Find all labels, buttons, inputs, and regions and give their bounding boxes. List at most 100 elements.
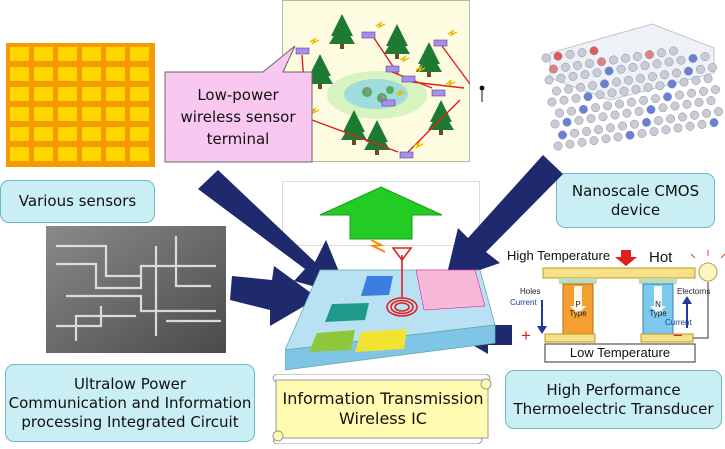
sensor-cell [130, 47, 149, 61]
lattice-atom [682, 99, 692, 109]
lattice-atom [708, 63, 717, 73]
lattice-atom [609, 55, 618, 65]
link-arrow [407, 99, 461, 153]
tree-shape [329, 22, 355, 44]
lattice-atom [678, 112, 687, 122]
lattice-atom [577, 137, 587, 147]
lattice-atom [685, 121, 695, 131]
sensor-cell [58, 107, 77, 121]
tree-trunk [439, 130, 443, 135]
lattice-atom [622, 108, 632, 118]
lattice-atom [550, 119, 560, 129]
cmos-lattice-image [541, 23, 723, 151]
thermo-hot-label: Hot [649, 249, 673, 266]
lattice-atom [684, 66, 693, 76]
lattice-atom [624, 75, 633, 85]
sensor-cell [106, 127, 125, 141]
sensor-cell [34, 87, 53, 101]
lattice-atom [577, 48, 587, 58]
lattice-atom [702, 108, 711, 118]
lattice-atom [642, 117, 651, 127]
lattice-atom [711, 85, 720, 95]
thermo-low-temp-label: Low Temperature [569, 345, 671, 360]
lattice-atom [585, 59, 594, 69]
lattice-atom [661, 125, 671, 135]
tree-trunk [395, 54, 399, 59]
lattice-atom [634, 106, 644, 116]
lattice-atom [675, 90, 684, 100]
lattice-atom [676, 55, 686, 65]
sensor-cell [10, 47, 29, 61]
tree-trunk [318, 84, 322, 89]
callout-bubble-shape [164, 45, 313, 163]
tree-shape [416, 50, 442, 72]
lattice-atom [654, 116, 663, 126]
sensor-cell [10, 67, 29, 81]
lattice-atom [627, 97, 636, 107]
tree-shape [341, 118, 367, 140]
n-type-bottom: Type [649, 309, 667, 318]
lattice-atom [687, 88, 696, 98]
sensor-cell [130, 87, 149, 101]
lattice-atom [582, 126, 591, 136]
arrow-from-sensors [198, 170, 349, 296]
lattice-atom [709, 118, 719, 128]
lattice-atom [688, 53, 698, 63]
lattice-atom [549, 64, 558, 74]
lattice-atom [691, 75, 701, 85]
sensor-cell [10, 87, 29, 101]
wireless-signal-icon [309, 37, 320, 45]
lattice-atom [567, 106, 576, 116]
thermo-current-left-label: Current [510, 298, 537, 307]
wireless-signal-icon [447, 29, 458, 37]
lattice-atom [573, 60, 582, 70]
p-type-top: P [575, 300, 581, 309]
sink-node-icon [479, 85, 485, 102]
lattice-atom [547, 97, 557, 107]
lattice-atom [697, 119, 707, 129]
lattice-atom [586, 114, 596, 124]
lattice-atom [589, 136, 599, 146]
lattice-atom [579, 104, 588, 114]
sensor-cell [106, 47, 125, 61]
sensor-cell [34, 67, 53, 81]
lattice-atom [625, 130, 635, 140]
lattice-atom [568, 71, 578, 81]
lattice-atom [565, 49, 575, 59]
lattice-atom [594, 125, 603, 135]
lattice-atom [576, 82, 585, 92]
sensor-cell [34, 107, 53, 121]
sensor-cell [58, 47, 77, 61]
sensor-cell [106, 87, 125, 101]
nanoscale-cmos-label: Nanoscale CMOS device [556, 173, 715, 228]
wireless-signal-icon [445, 79, 456, 87]
lattice-atom [658, 103, 668, 113]
lattice-atom [597, 57, 606, 67]
arrow-from-circuit [230, 266, 318, 326]
thermo-electrons-label: Electorns [677, 287, 711, 296]
p-type-bottom: Type [569, 309, 587, 318]
sensor-cell [130, 107, 149, 121]
lattice-atom [544, 75, 554, 85]
lattice-atom [564, 84, 573, 94]
lattice-atom [601, 134, 611, 144]
lattice-atom [565, 139, 575, 149]
lattice-atom [628, 62, 638, 72]
lattice-atom [649, 127, 659, 137]
lattice-atom [591, 103, 600, 113]
lattice-atom [633, 51, 642, 61]
lattice-atom [588, 81, 597, 91]
wireless-signal-icon [375, 21, 386, 29]
sensor-cell [106, 107, 125, 121]
sensor-node [399, 151, 414, 159]
thermo-current-right-label: Current [665, 318, 692, 327]
sensor-node [361, 31, 376, 39]
lattice-atom [556, 73, 566, 83]
lattice-atom [690, 110, 699, 120]
lattice-atom [652, 59, 662, 69]
sensor-cell [58, 147, 77, 161]
lattice-atom [631, 84, 641, 94]
lattice-atom [592, 68, 602, 78]
lattice-atom [672, 68, 681, 78]
lattice-atom [621, 53, 630, 63]
